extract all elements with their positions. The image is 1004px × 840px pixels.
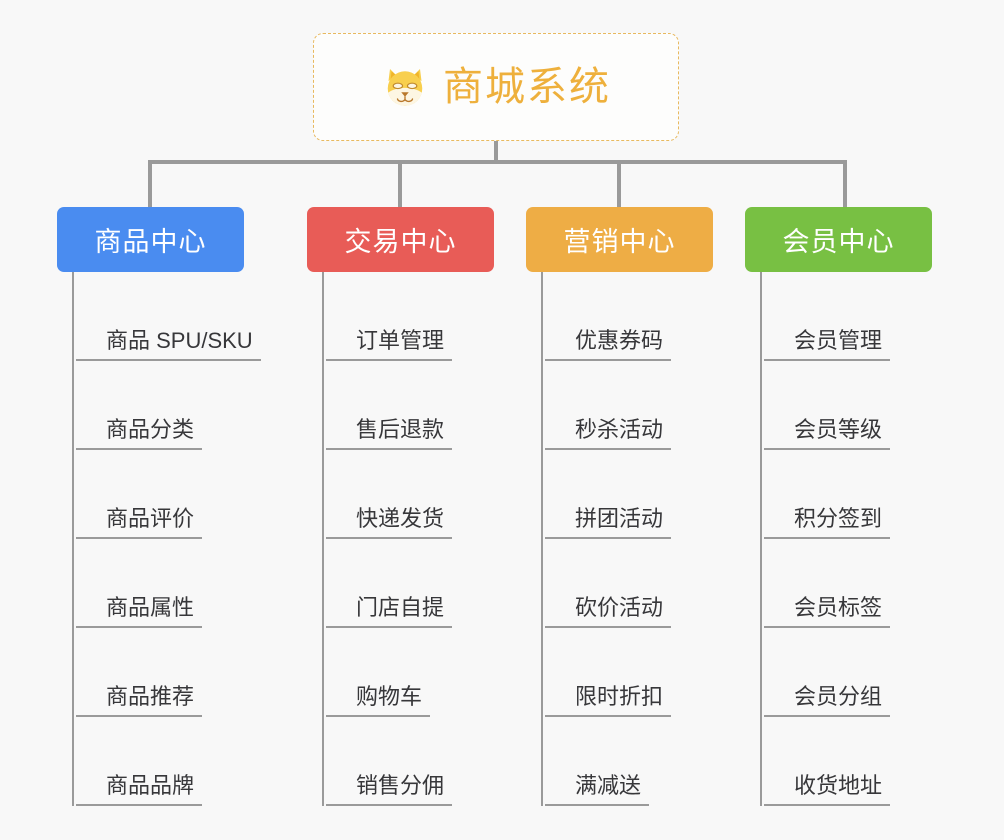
leaf-label: 会员管理	[764, 328, 891, 361]
leaf-label: 优惠券码	[545, 328, 672, 361]
leaf-item[interactable]: 满减送	[545, 717, 713, 806]
leaf-label: 商品 SPU/SKU	[76, 328, 261, 361]
branch-trunk-member: 会员管理 会员等级 积分签到 会员标签 会员分组 收货地址	[760, 272, 932, 806]
branch-trunk-product: 商品 SPU/SKU 商品分类 商品评价 商品属性 商品推荐 商品品牌	[72, 272, 261, 806]
leaf-label: 购物车	[326, 684, 431, 717]
branch-drop-connector-3	[843, 160, 847, 208]
leaf-item[interactable]: 商品属性	[76, 539, 244, 628]
leaf-item[interactable]: 拼团活动	[545, 450, 713, 539]
leaf-item[interactable]: 商品 SPU/SKU	[76, 272, 261, 361]
root-title: 商城系统	[443, 65, 611, 109]
leaf-item[interactable]: 会员分组	[764, 628, 932, 717]
leaf-item[interactable]: 商品品牌	[76, 717, 244, 806]
branch-header-label: 商品中心	[94, 227, 207, 257]
leaf-item[interactable]: 优惠券码	[545, 272, 713, 361]
leaf-item[interactable]: 限时折扣	[545, 628, 713, 717]
branch-header-marketing[interactable]: 营销中心	[526, 207, 713, 272]
branch-header-trade[interactable]: 交易中心	[307, 207, 494, 272]
branch-trunk-trade: 订单管理 售后退款 快递发货 门店自提 购物车 销售分佣	[322, 272, 494, 806]
branch-drop-connector-0	[148, 160, 152, 208]
root-stem-connector	[494, 141, 498, 162]
leaf-item[interactable]: 会员等级	[764, 361, 932, 450]
branch-column-member: 会员中心 会员管理 会员等级 积分签到 会员标签 会员分组 收货地址	[745, 207, 932, 806]
branch-header-label: 营销中心	[563, 227, 676, 257]
leaf-label: 拼团活动	[545, 506, 672, 539]
leaf-label: 销售分佣	[326, 773, 453, 806]
leaf-label: 收货地址	[764, 773, 891, 806]
leaf-item[interactable]: 商品推荐	[76, 628, 244, 717]
leaf-label: 商品属性	[76, 595, 203, 628]
leaf-label: 会员等级	[764, 417, 891, 450]
leaf-label: 秒杀活动	[545, 417, 672, 450]
leaf-label: 门店自提	[326, 595, 453, 628]
leaf-label: 商品品牌	[76, 773, 203, 806]
leaf-label: 快递发货	[326, 506, 453, 539]
leaf-label: 订单管理	[326, 328, 453, 361]
leaf-label: 售后退款	[326, 417, 453, 450]
horizontal-connector-bar	[148, 160, 847, 164]
root-node[interactable]: 商城系统	[313, 33, 679, 141]
shiba-inu-icon	[387, 69, 423, 108]
leaf-item[interactable]: 门店自提	[326, 539, 494, 628]
leaf-label: 砍价活动	[545, 595, 672, 628]
leaf-item[interactable]: 商品分类	[76, 361, 244, 450]
branch-column-trade: 交易中心 订单管理 售后退款 快递发货 门店自提 购物车 销售分佣	[307, 207, 494, 806]
leaf-label: 积分签到	[764, 506, 891, 539]
leaf-item[interactable]: 快递发货	[326, 450, 494, 539]
leaf-label: 商品分类	[76, 417, 203, 450]
leaf-item[interactable]: 购物车	[326, 628, 494, 717]
leaf-item[interactable]: 收货地址	[764, 717, 932, 806]
leaf-item[interactable]: 秒杀活动	[545, 361, 713, 450]
branch-column-product: 商品中心 商品 SPU/SKU 商品分类 商品评价 商品属性 商品推荐 商品品牌	[57, 207, 261, 806]
leaf-item[interactable]: 订单管理	[326, 272, 494, 361]
branch-header-member[interactable]: 会员中心	[745, 207, 932, 272]
leaf-item[interactable]: 会员管理	[764, 272, 932, 361]
branch-trunk-marketing: 优惠券码 秒杀活动 拼团活动 砍价活动 限时折扣 满减送	[541, 272, 713, 806]
leaf-label: 限时折扣	[545, 684, 672, 717]
leaf-item[interactable]: 销售分佣	[326, 717, 494, 806]
branch-column-marketing: 营销中心 优惠券码 秒杀活动 拼团活动 砍价活动 限时折扣 满减送	[526, 207, 713, 806]
leaf-item[interactable]: 售后退款	[326, 361, 494, 450]
branch-drop-connector-1	[398, 160, 402, 208]
branch-header-product[interactable]: 商品中心	[57, 207, 244, 272]
leaf-label: 商品评价	[76, 506, 203, 539]
leaf-label: 满减送	[545, 773, 650, 806]
leaf-item[interactable]: 商品评价	[76, 450, 244, 539]
leaf-label: 商品推荐	[76, 684, 203, 717]
branch-drop-connector-2	[617, 160, 621, 208]
branch-header-label: 会员中心	[782, 227, 895, 257]
leaf-label: 会员分组	[764, 684, 891, 717]
leaf-item[interactable]: 积分签到	[764, 450, 932, 539]
leaf-item[interactable]: 会员标签	[764, 539, 932, 628]
leaf-item[interactable]: 砍价活动	[545, 539, 713, 628]
leaf-label: 会员标签	[764, 595, 891, 628]
branch-header-label: 交易中心	[344, 227, 457, 257]
